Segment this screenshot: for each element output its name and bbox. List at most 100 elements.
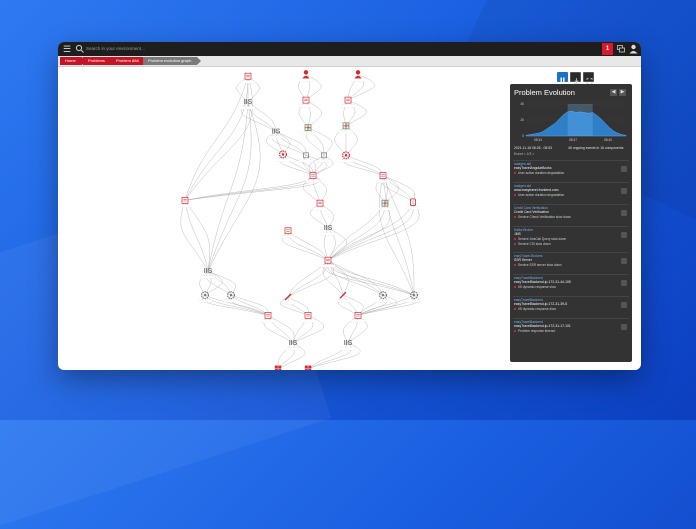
- graph-node-gear-icon[interactable]: [275, 150, 291, 162]
- graph-node-iis-icon[interactable]: IIS: [268, 128, 284, 139]
- graph-node-db-icon[interactable]: [405, 198, 421, 210]
- graph-node-pen-icon[interactable]: [335, 291, 351, 303]
- graph-node-gear-icon[interactable]: [406, 291, 422, 303]
- problem-alert-badge[interactable]: 1: [602, 43, 613, 55]
- dependency-edge: [307, 127, 325, 156]
- graph-node-iis-icon[interactable]: IIS: [240, 99, 256, 110]
- graph-node-doc-icon[interactable]: [375, 172, 391, 183]
- graph-node-doc-icon[interactable]: [177, 197, 193, 208]
- next-button[interactable]: ▶: [619, 89, 626, 96]
- breadcrumb-problems[interactable]: Problems: [83, 57, 115, 65]
- event-entity-link[interactable]: easyTravel-Brokers: [514, 254, 543, 258]
- entity-type-icon: [621, 166, 627, 172]
- graph-node-iis-icon[interactable]: IIS: [340, 340, 356, 351]
- graph-node-doc-icon[interactable]: [260, 312, 276, 323]
- dependency-edge: [327, 202, 414, 261]
- problem-evolution-graph[interactable]: IIS IIS IIS IIS IIS IIS: [58, 67, 508, 370]
- event-description: Service Check Verification slow down: [518, 215, 571, 219]
- chart-highlight-range: [567, 104, 593, 136]
- menu-icon[interactable]: ☰: [62, 44, 72, 54]
- dependency-edge: [307, 342, 361, 369]
- event-entity-link[interactable]: Credit Card Verification: [514, 206, 548, 210]
- graph-node-doc-icon[interactable]: [240, 72, 256, 84]
- dependency-edge: [275, 131, 307, 156]
- graph-node-doc-icon[interactable]: [312, 199, 328, 211]
- prev-button[interactable]: ◀: [610, 89, 617, 96]
- graph-node-grid-icon[interactable]: [300, 124, 316, 135]
- event-entity-link[interactable]: easyTravelBackend: [514, 320, 543, 324]
- graph-node-iis-icon[interactable]: IIS: [285, 340, 301, 351]
- dependency-edge: [184, 200, 210, 272]
- download-button[interactable]: [570, 72, 581, 85]
- dependency-edge: [357, 295, 415, 316]
- pause-button[interactable]: [557, 72, 568, 83]
- event-entity-link[interactable]: Kafka Broker: [514, 228, 534, 232]
- graph-node-win-icon[interactable]: [271, 365, 285, 370]
- event-entity-name: easyTravelBackend-ip-172-31-39-8: [514, 302, 568, 306]
- event-entity-name: easyTravelAngularBooks: [514, 166, 552, 170]
- event-entity-link[interactable]: easyTravelBackend: [514, 298, 543, 302]
- graph-node-win-icon[interactable]: [301, 365, 315, 370]
- graph-node-gear-icon[interactable]: [197, 291, 213, 303]
- breadcrumb-home[interactable]: Home: [60, 57, 86, 65]
- event-entity-name: JMS: [514, 232, 521, 236]
- graph-node-grid-icon[interactable]: [338, 122, 354, 134]
- dependency-edge: [292, 315, 309, 344]
- svg-text:IIS: IIS: [244, 99, 253, 106]
- event-description: IIS dynamic response slow: [518, 285, 556, 289]
- search-icon[interactable]: [75, 44, 85, 54]
- fullscreen-button[interactable]: [583, 72, 594, 84]
- graph-node-gear-icon[interactable]: [338, 151, 354, 163]
- graph-node-doc-icon[interactable]: [300, 312, 316, 323]
- graph-node-proc-icon[interactable]: [298, 152, 314, 163]
- event-entity-name: easyTravelBackend-ip-172-31-44-105: [514, 280, 571, 284]
- svg-text:IIS: IIS: [344, 340, 353, 347]
- graph-node-proc-icon[interactable]: [316, 152, 332, 163]
- graph-node-doc-icon[interactable]: [350, 312, 366, 323]
- entity-type-icon: [621, 188, 627, 194]
- graph-node-user-icon[interactable]: [298, 70, 314, 82]
- event-entity-name: easyTravelBackend-ip-172-31-17-101: [514, 324, 571, 328]
- event-description: User action duration degradation: [518, 171, 565, 175]
- event-stepper[interactable]: Event < 1/3 >: [514, 152, 535, 156]
- dependency-edge: [347, 315, 368, 344]
- graph-node-iis-icon[interactable]: IIS: [200, 268, 216, 279]
- chat-icon[interactable]: [617, 45, 625, 53]
- graph-node-pen-icon[interactable]: [280, 293, 296, 305]
- event-entity-link[interactable]: loadgen-sbi: [514, 162, 532, 166]
- dependency-edge: [307, 342, 349, 369]
- graph-node-doc-icon[interactable]: [280, 227, 296, 238]
- graph-node-grid-icon[interactable]: [377, 199, 393, 211]
- event-entity-link[interactable]: loadgen-sbi: [514, 184, 532, 188]
- graph-node-iis-icon[interactable]: IIS: [320, 225, 336, 236]
- graph-node-gear-icon[interactable]: [223, 291, 239, 303]
- event-entity-link[interactable]: easyTravelBackend: [514, 276, 543, 280]
- dependency-edge: [310, 203, 329, 229]
- graph-node-doc-icon[interactable]: [340, 96, 356, 108]
- dependency-edge: [327, 260, 415, 296]
- breadcrumb-problem[interactable]: Problem 888: [111, 57, 149, 65]
- graph-node-doc-icon[interactable]: [320, 256, 336, 268]
- dependency-edge: [343, 100, 349, 126]
- user-icon[interactable]: [629, 44, 638, 54]
- search-input[interactable]: Search in your environment…: [86, 46, 146, 51]
- dependency-edge: [272, 131, 307, 156]
- graph-node-doc-icon[interactable]: [298, 96, 314, 108]
- graph-node-user-icon[interactable]: [350, 70, 366, 82]
- svg-text:IIS: IIS: [324, 225, 333, 232]
- graph-node-doc-icon[interactable]: [305, 172, 321, 183]
- graph-node-gear-icon[interactable]: [375, 291, 391, 303]
- dependency-edge: [327, 260, 344, 296]
- chart-y-tick: 0: [522, 134, 524, 138]
- chart-x-tick: 08:40: [604, 138, 612, 142]
- dependency-edge: [319, 203, 334, 229]
